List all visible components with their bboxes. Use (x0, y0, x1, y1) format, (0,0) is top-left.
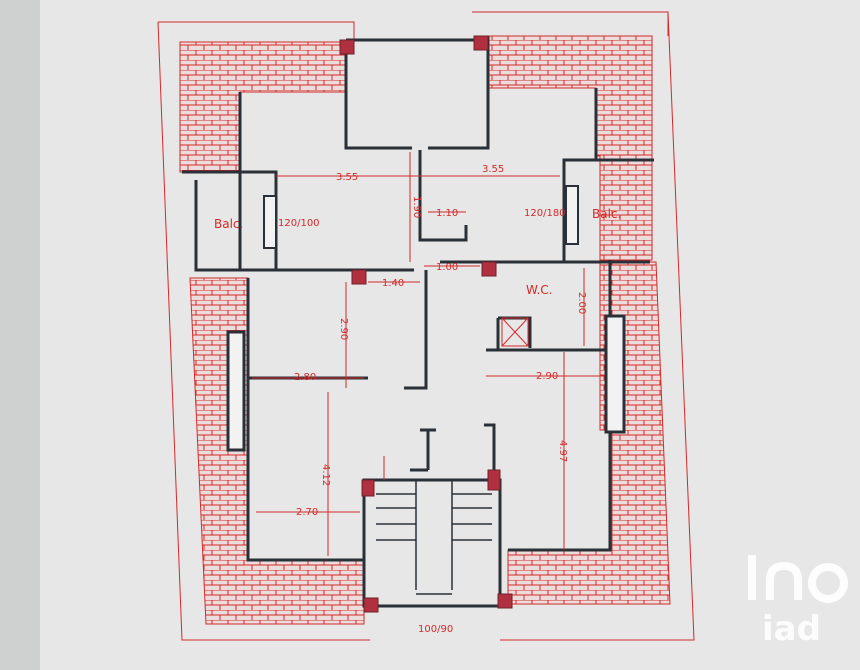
wall-stair-core (410, 423, 496, 478)
dim-window-left: 120/100 (278, 218, 320, 229)
column (497, 593, 513, 609)
roof-top-right (487, 35, 653, 261)
dim-hall-vertical: 1.90 (411, 196, 422, 218)
dim-left-room-height: 2.90 (338, 318, 349, 340)
dim-hall-niche: 1.10 (436, 208, 458, 219)
room-label-balcony-left: Balc. (214, 217, 243, 231)
site-boundary (157, 11, 695, 641)
room-label-wc: W.C. (526, 283, 553, 297)
column (481, 261, 497, 277)
column (363, 597, 379, 613)
wall-upper (238, 88, 598, 272)
dim-wc-height: 2.00 (576, 292, 587, 314)
dim-corridor: 1.00 (436, 262, 458, 273)
screen-edge (0, 0, 40, 670)
column (339, 39, 355, 55)
wall-left-room (404, 270, 428, 390)
dim-bottom-left-width: 2.70 (296, 507, 318, 518)
column (351, 269, 367, 285)
dim-window-right: 120/180 (524, 208, 566, 219)
dim-top-right-width: 3.55 (482, 164, 504, 175)
wall-hall (418, 150, 600, 264)
window-right-room (604, 314, 626, 434)
column (487, 469, 501, 491)
wall-top-terrace (344, 36, 490, 150)
window-balcony-left (263, 195, 277, 249)
dimension-lines (252, 152, 604, 556)
logo-text: iad (762, 609, 821, 649)
shaft-symbol (501, 317, 529, 347)
iad-logo: iad (748, 555, 849, 649)
dim-entrance-door: 100/90 (418, 624, 453, 635)
stair-treads (376, 480, 492, 595)
room-label-balcony-right: Balc. (592, 207, 621, 221)
wall-right-rooms (486, 260, 612, 552)
window-left-room (226, 330, 246, 452)
column (473, 35, 489, 51)
dim-right-room-width: 2.90 (536, 371, 558, 382)
dim-top-left-width: 3.55 (336, 172, 358, 183)
column (361, 479, 375, 497)
window-balcony-right (565, 185, 579, 245)
dim-left-room-top: 1.40 (382, 278, 404, 289)
wall-balcony-right (562, 158, 654, 264)
dim-left-room-width: 2.80 (294, 372, 316, 383)
dim-bottom-right-height: 4.97 (557, 440, 568, 462)
dim-bottom-left-height: 4.12 (320, 464, 331, 486)
